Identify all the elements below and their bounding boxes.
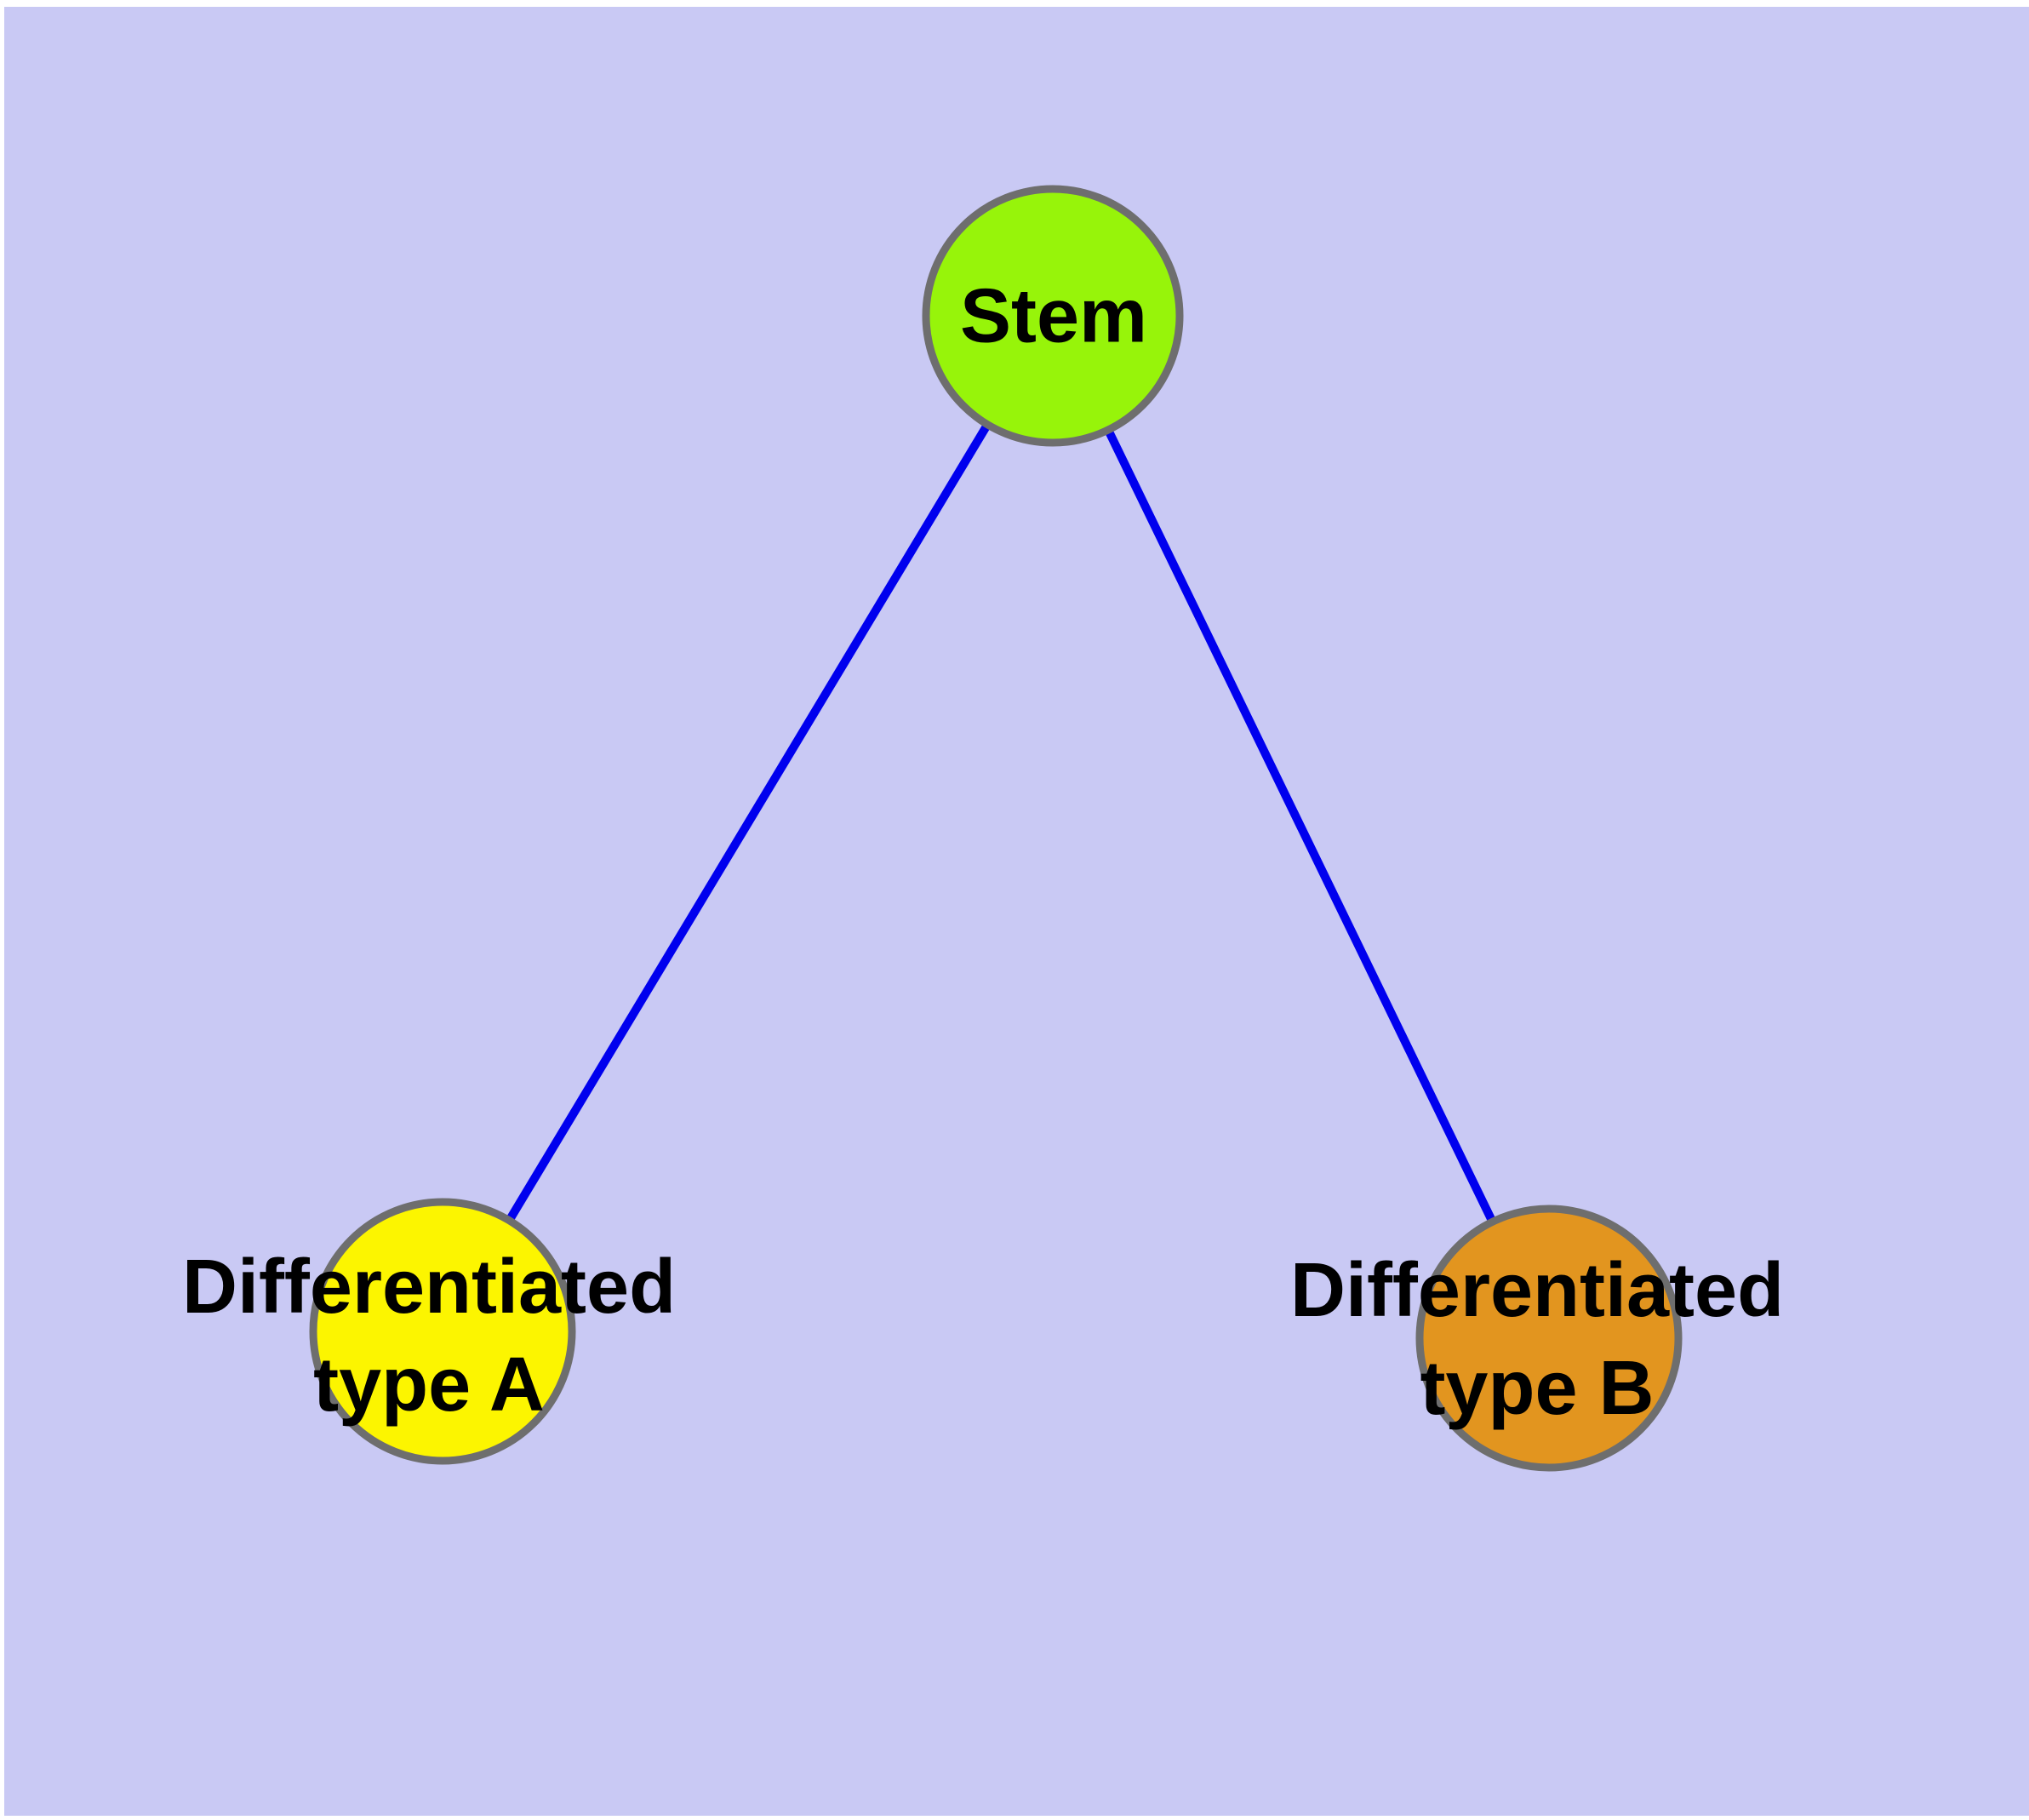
node-differentiated-type-a — [309, 1198, 576, 1465]
edge-stem-to-type-a — [438, 312, 1057, 1336]
node-differentiated-type-b — [1415, 1205, 1683, 1472]
edge-stem-to-type-b — [1049, 312, 1553, 1342]
node-stem — [922, 185, 1184, 447]
node-group — [309, 185, 1683, 1472]
edge-group — [438, 312, 1553, 1342]
